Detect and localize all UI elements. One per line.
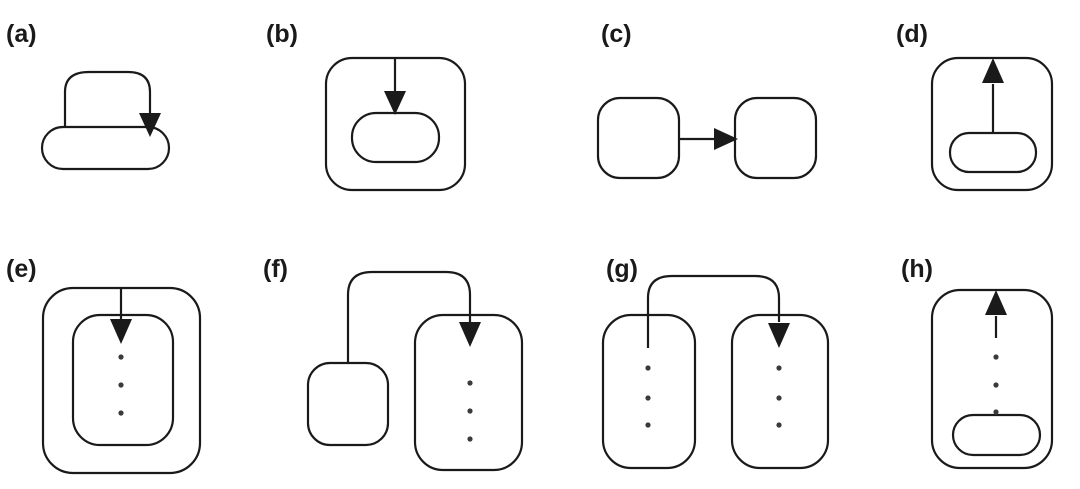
- panel-f-edge: [346, 270, 472, 364]
- panel-g-arrowhead-down: [768, 323, 790, 348]
- panel-d: (d): [896, 20, 1054, 192]
- panel-e-ellipsis-dot: [118, 410, 124, 416]
- panel-g-ellipsis-dot: [645, 365, 651, 371]
- panel-g-ellipsis-dot: [645, 395, 651, 401]
- panel-g-ellipsis-dot: [645, 422, 651, 428]
- panel-e-ellipsis-dot: [118, 354, 124, 360]
- panel-d-arrowhead-up: [982, 58, 1004, 83]
- panel-c-label: (c): [601, 20, 632, 48]
- panel-c-right-node: [733, 96, 818, 180]
- panel-h-label: (h): [901, 255, 933, 283]
- panel-f-arrowhead-down: [459, 322, 481, 347]
- panel-f-ellipsis-dot: [467, 436, 473, 442]
- panel-e-arrowhead-down: [110, 319, 132, 344]
- panel-f-small-node: [306, 361, 390, 447]
- panel-e-label: (e): [6, 255, 37, 283]
- panel-a-self-loop-edge: [63, 70, 152, 128]
- panel-a-arrowhead-down: [139, 113, 161, 137]
- panel-c-left-node: [596, 96, 681, 180]
- panel-d-outer-node: [930, 56, 1054, 192]
- panel-g-label: (g): [606, 255, 638, 283]
- panel-c-arrowhead-right: [714, 128, 738, 150]
- panel-b-label: (b): [266, 20, 298, 48]
- panel-g-ellipsis-dot: [776, 365, 782, 371]
- panel-e-ellipsis-dot: [118, 382, 124, 388]
- panel-h-arrowhead-up: [985, 290, 1007, 315]
- panel-f-ellipsis-dot: [467, 408, 473, 414]
- panel-h-ellipsis-dot: [993, 382, 999, 388]
- panel-b-inner-pill-node: [350, 111, 441, 164]
- panel-g: (g): [601, 255, 830, 470]
- panel-g-edge: [646, 274, 781, 348]
- panel-c: (c): [596, 20, 818, 180]
- panel-g-ellipsis-dot: [776, 422, 782, 428]
- panel-e-inner-node: [71, 313, 175, 447]
- panel-h-ellipsis-dot: [993, 409, 999, 415]
- panel-d-inner-pill-node: [948, 131, 1038, 174]
- panel-f-tall-node: [413, 313, 524, 472]
- panel-h: (h): [901, 255, 1054, 470]
- panel-h-inner-pill-node: [951, 413, 1042, 457]
- panel-f-ellipsis-dot: [467, 380, 473, 386]
- panel-a: (a): [6, 20, 171, 171]
- panel-h-outer-node: [930, 288, 1054, 470]
- panel-b-arrowhead-down: [384, 91, 406, 115]
- panel-f-label: (f): [263, 255, 288, 283]
- panel-b: (b): [266, 20, 467, 192]
- panel-h-ellipsis-dot: [993, 354, 999, 360]
- panel-a-pill-node: [40, 125, 171, 171]
- panel-g-ellipsis-dot: [776, 395, 782, 401]
- panel-e: (e): [6, 255, 202, 475]
- panel-f: (f): [263, 255, 524, 472]
- panel-d-label: (d): [896, 20, 928, 48]
- panel-a-label: (a): [6, 20, 37, 48]
